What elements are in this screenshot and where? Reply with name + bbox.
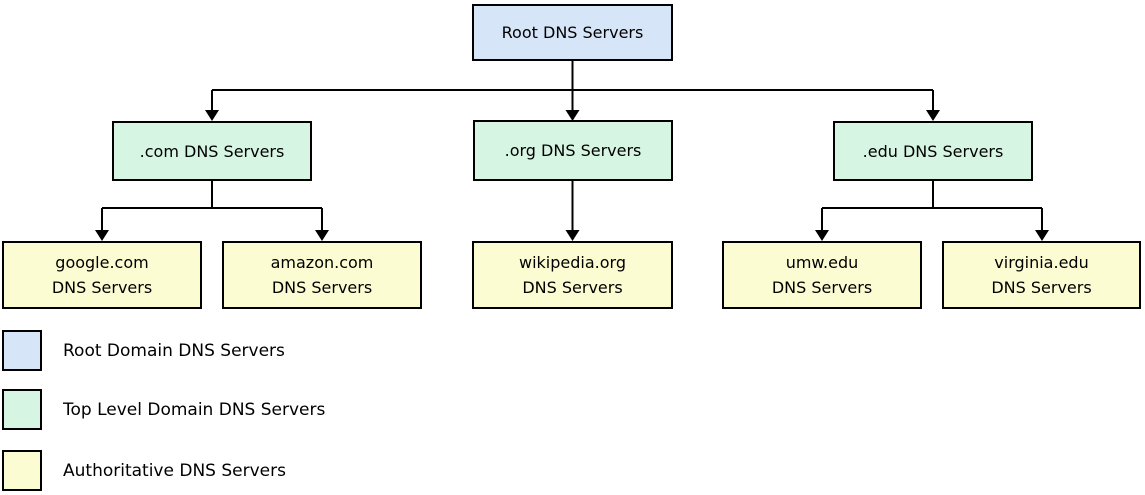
node-virginia-dns-servers: virginia.edu DNS Servers — [942, 241, 1141, 309]
connector-lines — [101, 61, 1043, 232]
node-google-dns-servers: google.com DNS Servers — [2, 241, 202, 309]
node-edu-dns-servers: .edu DNS Servers — [833, 121, 1033, 181]
arrow-down-icon — [565, 230, 580, 241]
legend-swatch-authoritative — [2, 450, 42, 491]
arrow-down-icon — [815, 230, 829, 241]
node-umw-dns-servers: umw.edu DNS Servers — [722, 241, 922, 309]
arrow-down-icon — [315, 230, 329, 241]
node-label-line1: amazon.com — [270, 253, 374, 272]
legend-swatch-root-domain — [2, 330, 42, 371]
legend-item-root-domain: Root Domain DNS Servers — [2, 330, 285, 371]
node-org-dns-servers: .org DNS Servers — [473, 120, 673, 181]
legend-item-authoritative: Authoritative DNS Servers — [2, 450, 286, 491]
node-amazon-dns-servers: amazon.com DNS Servers — [222, 241, 422, 309]
legend-item-top-level-domain: Top Level Domain DNS Servers — [2, 389, 325, 430]
legend-swatch-top-level-domain — [2, 389, 42, 430]
node-label: .org DNS Servers — [504, 141, 642, 160]
arrowheads — [95, 110, 1049, 241]
arrow-down-icon — [926, 110, 940, 121]
node-label-line1: wikipedia.org — [519, 253, 626, 272]
node-wikipedia-dns-servers: wikipedia.org DNS Servers — [472, 241, 673, 309]
node-label-line1: virginia.edu — [994, 253, 1089, 272]
node-label-line2: DNS Servers — [271, 278, 373, 297]
arrow-down-icon — [1035, 230, 1049, 241]
node-label-line2: DNS Servers — [522, 278, 623, 297]
legend-label: Top Level Domain DNS Servers — [63, 399, 326, 420]
node-root-dns-servers: Root DNS Servers — [472, 4, 673, 61]
node-label-line1: umw.edu — [785, 253, 859, 272]
node-label-line2: DNS Servers — [51, 278, 153, 297]
arrow-down-icon — [565, 110, 580, 121]
node-label-line2: DNS Servers — [771, 278, 873, 297]
legend-label: Authoritative DNS Servers — [63, 460, 286, 481]
arrow-down-icon — [95, 230, 109, 241]
node-com-dns-servers: .com DNS Servers — [112, 121, 312, 181]
node-label: .com DNS Servers — [139, 141, 285, 161]
node-label-line1: google.com — [55, 253, 149, 272]
arrow-down-icon — [205, 110, 219, 121]
node-label: Root DNS Servers — [501, 23, 644, 42]
node-label-line2: DNS Servers — [991, 278, 1092, 297]
node-label: .edu DNS Servers — [862, 141, 1004, 161]
legend-label: Root Domain DNS Servers — [63, 340, 285, 361]
